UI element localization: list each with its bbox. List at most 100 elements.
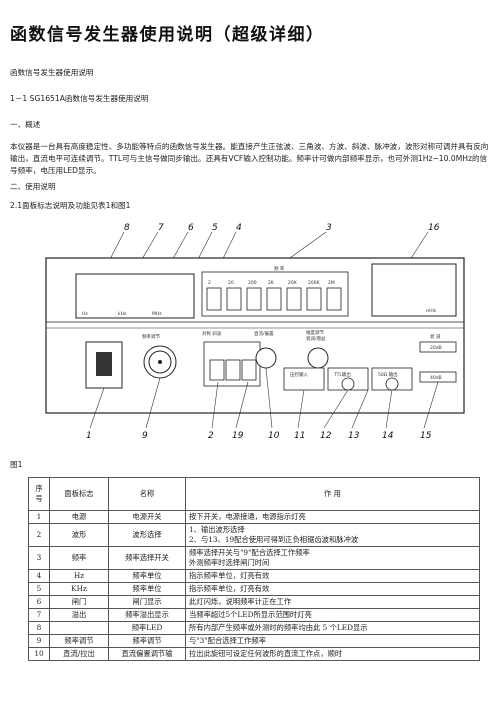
col-panel-mark: 面板标志 — [49, 477, 109, 511]
row-panel-mark: 直流/拉出 — [49, 647, 109, 661]
row-index: 10 — [28, 647, 50, 661]
range-button-200[interactable] — [246, 287, 262, 311]
row-panel-mark: 频率调节 — [49, 634, 109, 648]
col-function: 作 用 — [185, 477, 480, 511]
display-unit-mhz: MHz — [152, 311, 162, 317]
row-index: 3 — [28, 546, 50, 570]
dc-offset-knob[interactable] — [255, 347, 277, 369]
section-usage: 二、使用说明 — [10, 182, 56, 191]
row-name: 直流偏置调节输 — [108, 647, 186, 661]
callout-3: 3 — [326, 223, 332, 233]
callout-12: 12 — [320, 431, 332, 441]
callout-10: 10 — [268, 431, 280, 441]
row-name: 频率单位 — [108, 582, 186, 596]
callout-14: 14 — [382, 431, 394, 441]
amplitude-led-display — [371, 263, 457, 317]
ttl-output-label: TTL输出 — [333, 371, 351, 378]
page-title: 函数信号发生器使用说明（超级详细） — [10, 25, 325, 45]
amplitude-knob[interactable] — [307, 347, 329, 369]
range-button-20[interactable] — [226, 287, 242, 311]
row-name: 频率LED — [108, 621, 186, 635]
row-name: 频率调节 — [108, 634, 186, 648]
row-function: 与"3"配合选择工作频率 — [185, 634, 480, 648]
row-panel-mark: KHz — [49, 582, 109, 596]
col-index: 序号 — [28, 477, 50, 511]
row-index: 4 — [28, 569, 50, 583]
row-function: 所有内部产生频率或外测时的频率均由此 5 个LED显示 — [185, 621, 480, 635]
callout-19: 19 — [232, 431, 244, 441]
row-panel-mark: 波形 — [49, 523, 109, 547]
callout-8: 8 — [124, 223, 130, 233]
row-index: 2 — [28, 523, 50, 547]
ttl-output-jack[interactable] — [341, 377, 355, 391]
dc-offset-label: 直流/偏置 — [254, 330, 274, 337]
row-name: 电源开关 — [108, 510, 186, 524]
range-button-2M[interactable] — [326, 287, 342, 311]
range-label: 频 率 — [274, 265, 285, 272]
row-name: 波形选择 — [108, 523, 186, 547]
range-button-label-20: 20 — [228, 280, 234, 286]
waveform-square-button[interactable] — [241, 359, 257, 381]
section-overview: 一、概述 — [10, 120, 41, 129]
callout-11: 11 — [294, 431, 305, 441]
amplitude-knob-label: 幅度调节 — [306, 329, 324, 336]
row-function: 指示频率单位，灯亮有效 — [185, 569, 480, 583]
range-button-label-200: 200 — [248, 280, 257, 286]
row-panel-mark: 溢出 — [49, 608, 109, 622]
atten-20db-button[interactable] — [419, 341, 457, 353]
range-button-200K[interactable] — [306, 287, 322, 311]
vcf-input-label: 压控输入 — [290, 371, 308, 378]
display-unit-hz: Hz — [82, 311, 88, 317]
display-unit-khz: kHz — [118, 311, 127, 317]
callout-5: 5 — [212, 223, 218, 233]
callout-13: 13 — [348, 431, 360, 441]
callout-9: 9 — [142, 431, 148, 441]
callout-2: 2 — [208, 431, 214, 441]
atten-40db-label: 40dB — [430, 375, 442, 381]
atten-20db-label: 20dB — [430, 345, 442, 351]
frequency-led-display — [75, 273, 195, 319]
range-button-20K[interactable] — [286, 287, 302, 311]
row-index: 8 — [28, 621, 50, 635]
bottom-leader-lines — [89, 367, 439, 429]
attenuator-label: 衰 减 — [430, 333, 441, 340]
row-index: 1 — [28, 510, 50, 524]
callout-4: 4 — [236, 223, 242, 233]
range-button-2K[interactable] — [266, 287, 282, 311]
main-output-jack[interactable] — [385, 377, 399, 391]
range-button-label-20K: 20K — [288, 280, 298, 286]
row-function: 按下开关，电源接通，电源指示灯亮 — [185, 510, 480, 524]
waveform-triangle-button[interactable] — [225, 359, 241, 381]
indicator-mhz: mHz — [426, 308, 437, 314]
row-index: 7 — [28, 608, 50, 622]
callout-7: 7 — [158, 223, 164, 233]
frequency-knob-label: 频率调节 — [142, 333, 160, 340]
frequency-knob[interactable] — [143, 345, 177, 379]
power-switch[interactable] — [96, 352, 112, 376]
waveform-sine-button[interactable] — [209, 359, 225, 381]
range-button-2[interactable] — [206, 287, 222, 311]
symmetry-knob-label: 对称 斜波 — [202, 330, 222, 337]
row-function: 频率选择开关与"9"配合选择工作频率外测频率时选择闸门时间 — [185, 546, 480, 570]
range-button-label-200K: 200K — [308, 280, 321, 286]
row-name: 频率单位 — [108, 569, 186, 583]
row-function: 当频率超过5个LED所显示范围时灯亮 — [185, 608, 480, 622]
col-name: 名称 — [108, 477, 186, 511]
range-button-label-2K: 2K — [268, 280, 275, 286]
subtitle: 函数信号发生器使用说明 — [10, 68, 94, 77]
callout-1: 1 — [86, 431, 92, 441]
callout-15: 15 — [420, 431, 432, 441]
row-index: 5 — [28, 582, 50, 596]
row-function: 拉出此旋钮可设定任何波形的直流工作点，顺时 — [185, 647, 480, 661]
